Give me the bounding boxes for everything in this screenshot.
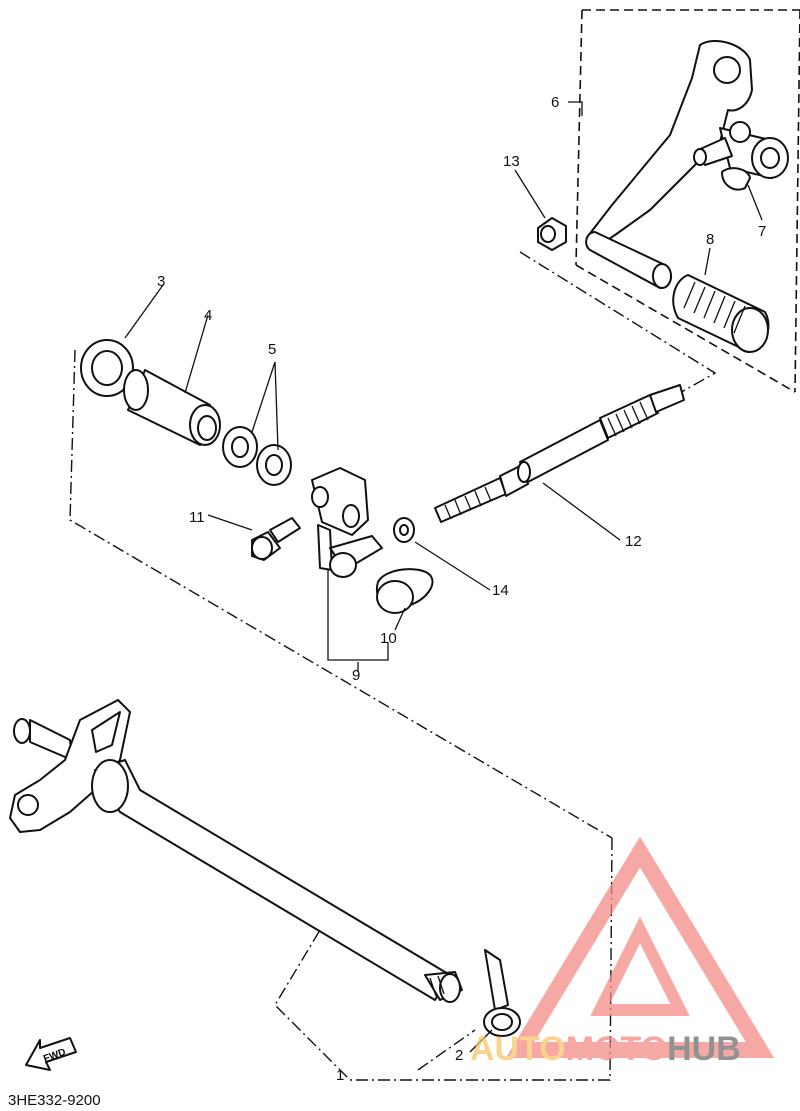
shift-shaft-1 [9, 699, 463, 1003]
watermark-logo: AUTOMOTOHUB [470, 836, 775, 1068]
washer-14 [393, 517, 415, 543]
bolt-11 [251, 517, 301, 561]
callout-4: 4 [204, 307, 212, 324]
washers-5 [222, 426, 292, 486]
spring-2 [483, 949, 521, 1037]
pedal-rubber-8 [672, 274, 770, 353]
callout-7: 7 [758, 223, 766, 240]
fwd-arrow-icon: FWD [25, 1037, 77, 1071]
callout-13: 13 [503, 153, 520, 170]
callout-9: 9 [352, 667, 360, 684]
diagram-code: 3HE332-9200 [8, 1092, 101, 1109]
callout-numbers: 1 2 3 4 5 6 7 8 9 10 11 12 13 14 [157, 94, 766, 1084]
callout-6: 6 [551, 94, 559, 111]
callout-12: 12 [625, 533, 642, 550]
shift-pedal-arm [585, 40, 753, 289]
pedal-assembly-boundary [519, 9, 800, 479]
callout-5: 5 [268, 341, 276, 358]
callout-8: 8 [706, 231, 714, 248]
nut-13 [537, 217, 567, 251]
callout-1: 1 [336, 1067, 344, 1084]
collar-4 [123, 369, 221, 446]
callout-11: 11 [189, 509, 205, 526]
callout-3: 3 [157, 273, 165, 290]
callout-10: 10 [380, 630, 397, 647]
callout-14: 14 [492, 582, 509, 599]
leader-lines [124, 101, 763, 1053]
shift-rod-12 [434, 384, 685, 523]
shift-arm-9 [311, 467, 383, 578]
oil-seal-3 [80, 339, 134, 397]
joint-cap-10 [375, 568, 434, 614]
watermark-text: AUTOMOTOHUB [470, 1030, 741, 1068]
pedal-joint-7 [693, 121, 789, 191]
callout-2: 2 [455, 1047, 463, 1064]
